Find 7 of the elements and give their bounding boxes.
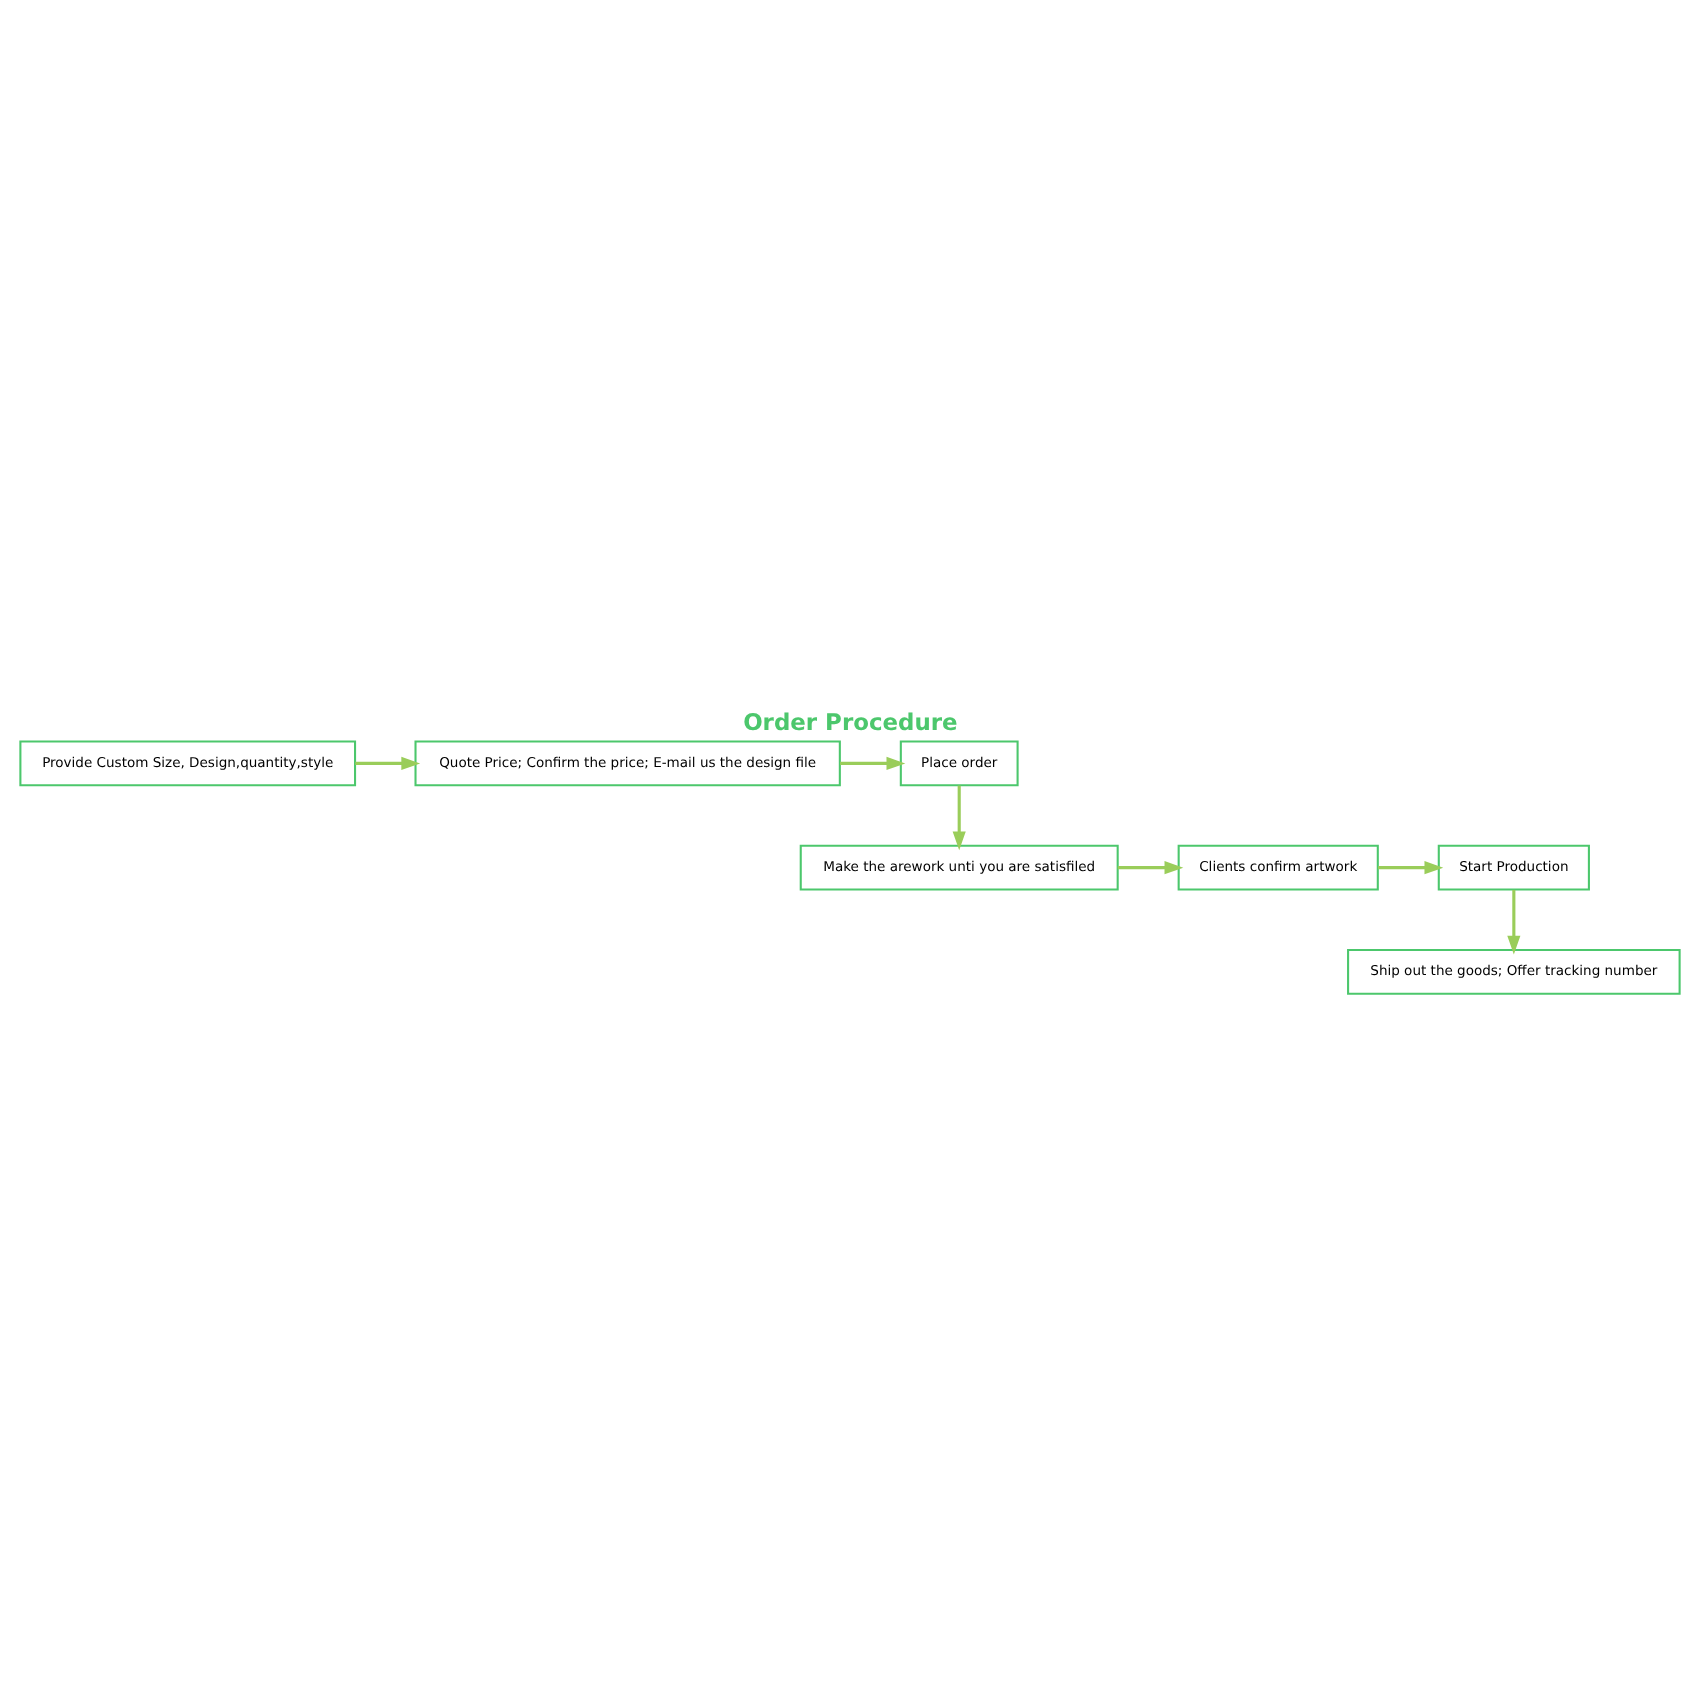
arrow <box>1378 860 1444 874</box>
diagram-title: Order Procedure <box>743 706 958 735</box>
arrow <box>840 755 906 769</box>
arrow <box>1117 860 1184 874</box>
arrow <box>355 755 421 769</box>
arrow <box>1507 888 1521 954</box>
arrow <box>952 784 966 850</box>
